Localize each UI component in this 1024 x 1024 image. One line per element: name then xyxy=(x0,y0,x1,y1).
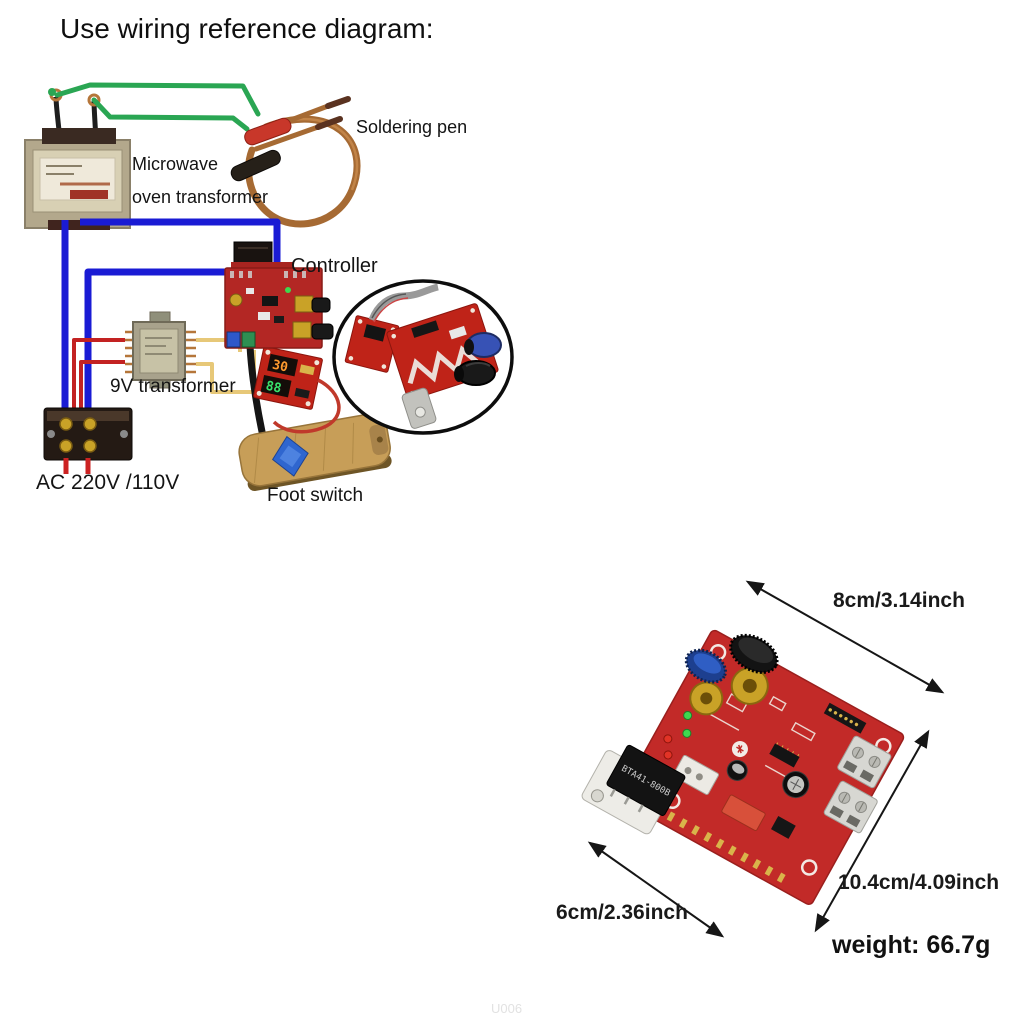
controller-terminal-blue xyxy=(226,331,241,348)
callout-metal-bracket xyxy=(401,387,437,429)
callout-knobs xyxy=(454,332,502,386)
label-controller: Controller xyxy=(291,255,378,277)
callout-circle xyxy=(332,279,514,435)
product-white-connector xyxy=(672,754,719,795)
label-foot-switch: Foot switch xyxy=(267,485,364,506)
dimension-arrows xyxy=(587,580,945,938)
pen-black-handle xyxy=(230,149,281,182)
nine-v-transformer-illustration xyxy=(125,311,196,389)
controller-knobs xyxy=(292,295,334,340)
height-dimension-arrow xyxy=(587,841,725,938)
ac-terminal-block-illustration xyxy=(43,407,133,474)
label-soldering-pen: Soldering pen xyxy=(356,117,468,137)
display-red-wire xyxy=(272,378,341,434)
dimension-height-label: 6cm/2.36inch xyxy=(556,901,688,924)
dimension-width-label: 8cm/3.14inch xyxy=(833,589,965,612)
product-triac-module: BTA41-800B xyxy=(581,744,686,835)
display-digits-bottom: 88 xyxy=(264,379,283,397)
product-capacitors xyxy=(726,759,810,799)
product-transistor xyxy=(770,816,796,839)
product-ic-chip xyxy=(769,743,800,768)
weight-label: weight: 66.7g xyxy=(832,931,991,959)
callout-small-board xyxy=(344,315,400,373)
red-ac-wires xyxy=(72,338,125,412)
display-digits-top: 30 xyxy=(271,358,290,376)
width-dimension-arrow xyxy=(745,580,945,694)
display-module-illustration: 30 88 xyxy=(253,346,323,410)
soldering-pen-illustration xyxy=(230,96,361,228)
controller-terminal-green xyxy=(241,331,256,348)
label-microwave-transformer-line2: oven transformer xyxy=(132,187,269,207)
watermark: U006 xyxy=(491,1001,523,1016)
pen-red-handle xyxy=(244,117,292,146)
green-output-wires xyxy=(54,82,261,132)
product-red-component xyxy=(721,794,766,831)
length-dimension-arrow xyxy=(814,729,930,933)
label-9v-transformer: 9V transformer xyxy=(110,376,236,397)
microwave-oven-transformer-illustration xyxy=(24,88,131,230)
product-leds xyxy=(663,710,693,760)
label-microwave-transformer-line1: Microwave xyxy=(132,154,219,174)
page-title: Use wiring reference diagram: xyxy=(60,13,434,44)
foot-switch-illustration xyxy=(238,413,392,491)
controller-board-illustration xyxy=(224,241,334,349)
product-pin-header xyxy=(823,702,867,734)
label-ac-input: AC 220V /110V xyxy=(36,471,180,494)
dimension-length-label: 10.4cm/4.09inch xyxy=(838,871,1000,894)
